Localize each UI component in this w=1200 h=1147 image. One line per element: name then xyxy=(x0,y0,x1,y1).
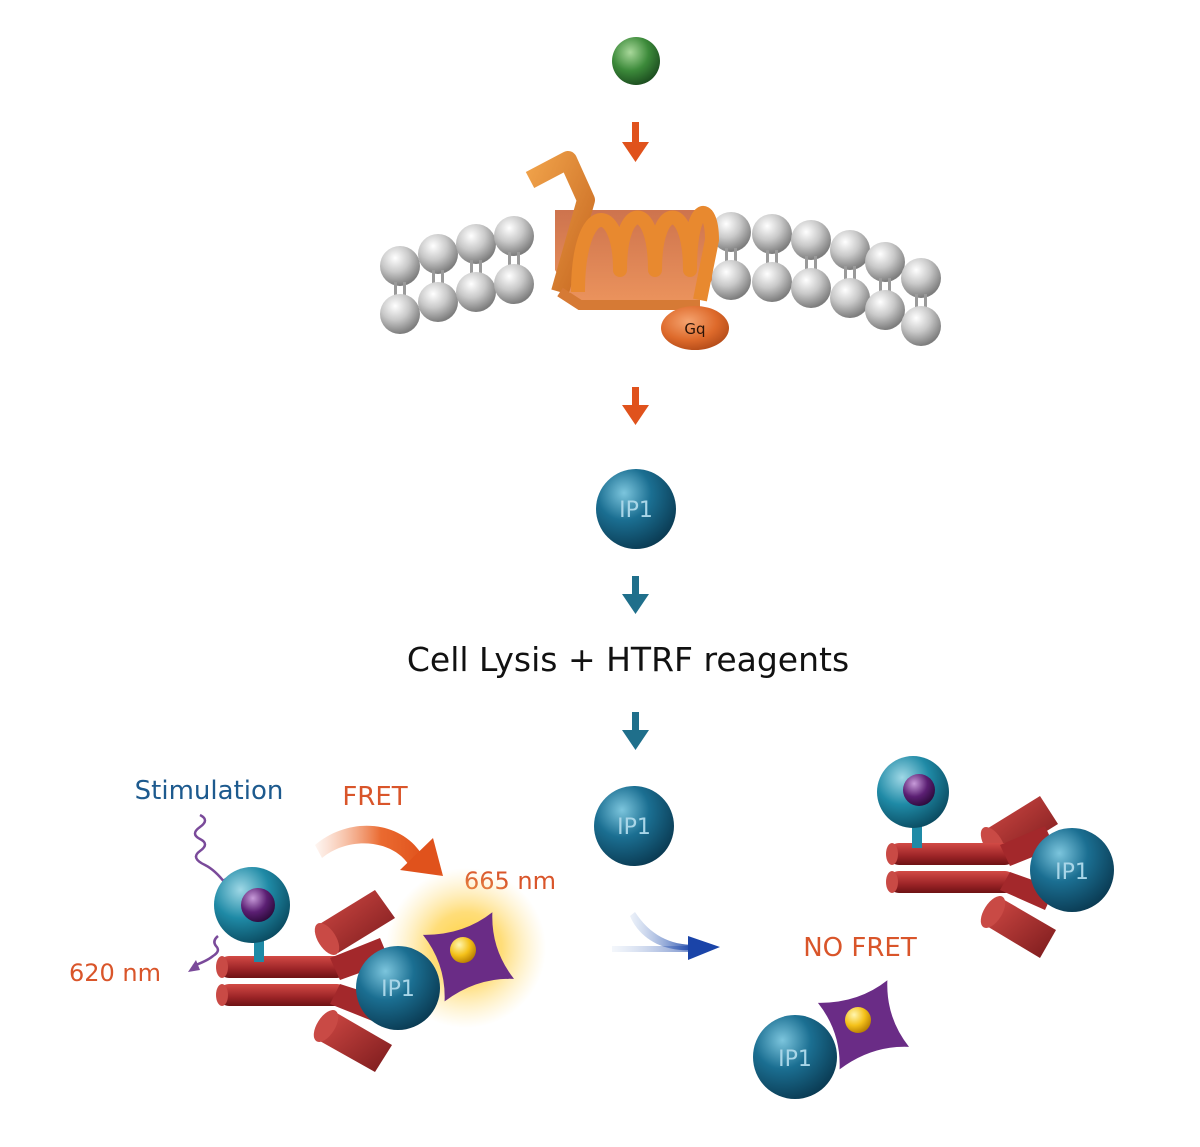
ip1-label-free: IP1 xyxy=(778,1047,812,1072)
ip1-sphere-top xyxy=(596,469,676,549)
ligand-sphere xyxy=(612,37,660,85)
gq-protein xyxy=(661,306,729,350)
step-text: Cell Lysis + HTRF reagents xyxy=(407,640,849,679)
label-620nm: 620 nm xyxy=(69,959,161,987)
arrow-down-1 xyxy=(622,122,649,162)
donor-left xyxy=(214,867,290,962)
stimulation-label: Stimulation xyxy=(135,776,284,806)
arrow-down-4 xyxy=(622,712,649,750)
ip1-label-top: IP1 xyxy=(619,498,653,523)
ip1-label-bound-left: IP1 xyxy=(381,977,415,1002)
emission-wave-620 xyxy=(188,935,220,972)
ip1-sphere-bound-left xyxy=(356,946,440,1030)
arrow-down-2 xyxy=(622,387,649,425)
ip1-sphere-bound-right xyxy=(1030,828,1114,912)
fret-label: FRET xyxy=(342,782,407,812)
arrow-down-3 xyxy=(622,576,649,614)
gpcr-receptor xyxy=(525,151,719,310)
no-fret-label: NO FRET xyxy=(803,933,917,963)
membrane-right xyxy=(711,212,941,346)
gq-label: Gq xyxy=(684,320,705,338)
membrane-left xyxy=(380,216,534,334)
displacement-arrow xyxy=(612,912,720,960)
fret-arrow xyxy=(315,825,443,876)
ip1-sphere-middle xyxy=(594,786,674,866)
ip1-label-middle: IP1 xyxy=(617,815,651,840)
acceptor-left xyxy=(422,912,515,1002)
antibody-right xyxy=(886,796,1058,958)
ip1-sphere-free xyxy=(753,1015,837,1099)
ip1-label-bound-right: IP1 xyxy=(1055,860,1089,885)
acceptor-free xyxy=(817,980,910,1070)
donor-right xyxy=(877,756,949,848)
antibody-left xyxy=(216,890,395,1072)
